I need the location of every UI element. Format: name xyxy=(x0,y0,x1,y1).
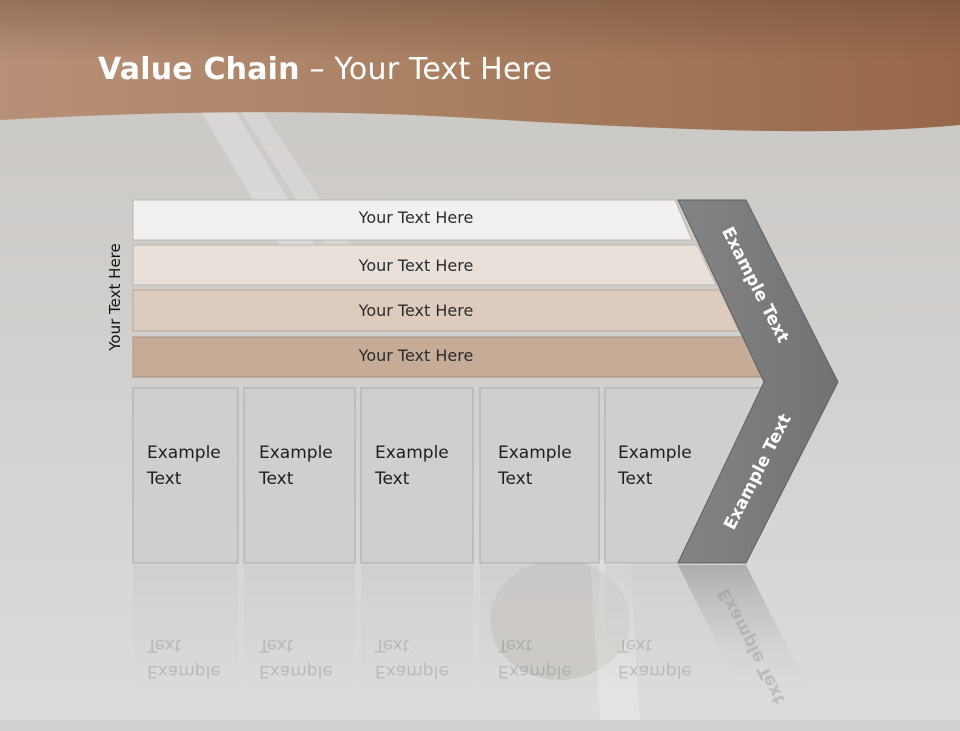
chevron xyxy=(677,199,839,564)
box-3-text: Example Text xyxy=(375,440,449,492)
band-3-label: Your Text Here xyxy=(358,301,474,320)
band-1 xyxy=(132,199,693,241)
box-4-text: Example Text xyxy=(498,440,572,492)
title-bold: Value Chain xyxy=(98,52,300,87)
box-5-line1: Example xyxy=(618,443,692,463)
band-3 xyxy=(132,289,740,332)
box-1 xyxy=(132,387,239,564)
box-2 xyxy=(243,387,356,564)
box-2-line1: Example xyxy=(259,443,333,463)
band-2 xyxy=(132,244,717,286)
box-4-text-reflection: Example Text xyxy=(498,635,572,681)
box-5-text-reflection: Example Text xyxy=(618,635,692,681)
box-3-line2: Text xyxy=(375,469,410,489)
box-4 xyxy=(479,387,600,564)
box-1-text-reflection: Example Text xyxy=(147,635,221,681)
box-5-text: Example Text xyxy=(618,440,692,492)
box-1-text: Example Text xyxy=(147,440,221,492)
box-1-line1: Example xyxy=(147,443,221,463)
band-4-label: Your Text Here xyxy=(358,346,474,365)
box-3-line1: Example xyxy=(375,443,449,463)
box-1-line2: Text xyxy=(147,469,182,489)
box-5-reflection xyxy=(605,565,740,695)
box-3-reflection xyxy=(361,565,473,695)
band-1-label: Your Text Here xyxy=(358,208,474,227)
box-3-text-reflection: Example Text xyxy=(375,635,449,681)
box-3 xyxy=(360,387,474,564)
box-4-reflection xyxy=(480,565,599,695)
box-2-reflection xyxy=(244,565,355,695)
box-2-text-reflection: Example Text xyxy=(259,635,333,681)
side-label: Your Text Here xyxy=(106,243,124,351)
box-2-text: Example Text xyxy=(259,440,333,492)
box-2-line2: Text xyxy=(259,469,294,489)
band-2-label: Your Text Here xyxy=(358,256,474,275)
box-4-line2: Text xyxy=(498,469,533,489)
box-4-line1: Example xyxy=(498,443,572,463)
box-1-reflection xyxy=(133,565,238,695)
chevron-reflection xyxy=(678,565,812,695)
title-rest: – Your Text Here xyxy=(299,52,553,87)
box-5-line2: Text xyxy=(618,469,653,489)
slide-title: Value Chain – Your Text Here xyxy=(98,52,552,87)
